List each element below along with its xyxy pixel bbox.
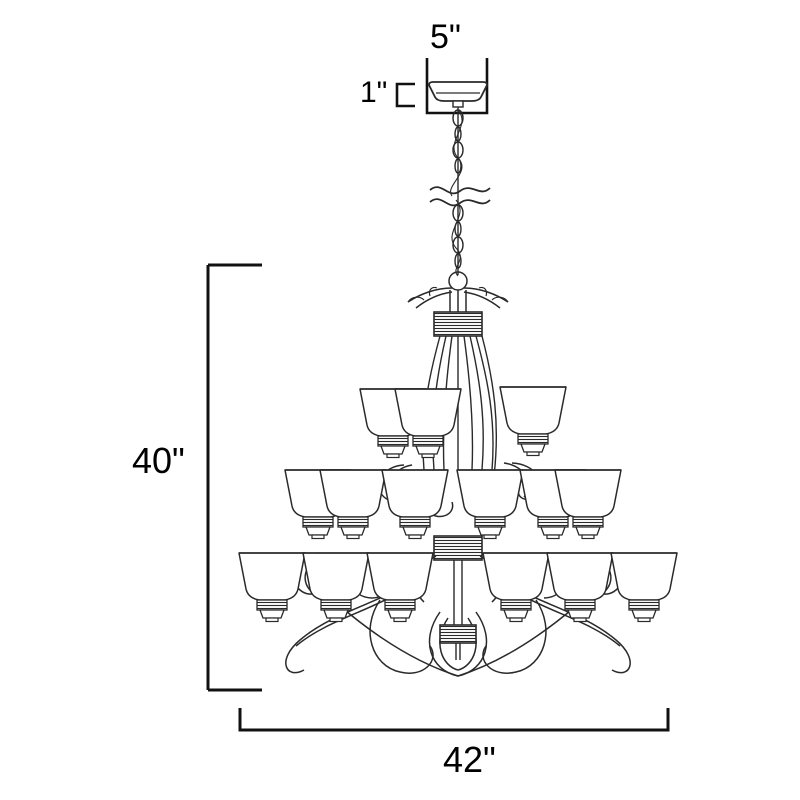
upper-tier [359,386,567,459]
leaf-spray-finial [407,271,509,312]
shade-lower-3 [366,552,434,623]
shade-middle-4 [456,469,524,540]
center-stem [453,560,463,630]
upper-collar [433,311,483,337]
middle-collar [433,535,483,561]
dimension-label-canopy-height: 1" [360,76,388,109]
dimension-fixture-width [238,708,670,732]
bottom-stem-tail [455,643,461,660]
shade-lower-1 [238,552,306,623]
bottom-collar [439,624,477,644]
ceiling-canopy [428,81,488,108]
lower-tier [238,552,678,623]
hanging-chain [429,107,491,277]
dimension-label-fixture-width: 42" [443,739,496,780]
dimension-fixture-height [206,263,262,692]
shade-lower-6 [610,552,678,623]
shade-upper-3 [499,386,567,457]
shade-lower-4 [482,552,550,623]
dimension-canopy-height [395,82,415,108]
shade-middle-3 [381,469,449,540]
dimension-label-fixture-height: 40" [132,440,185,481]
dimension-label-canopy-width: 5" [430,18,461,56]
